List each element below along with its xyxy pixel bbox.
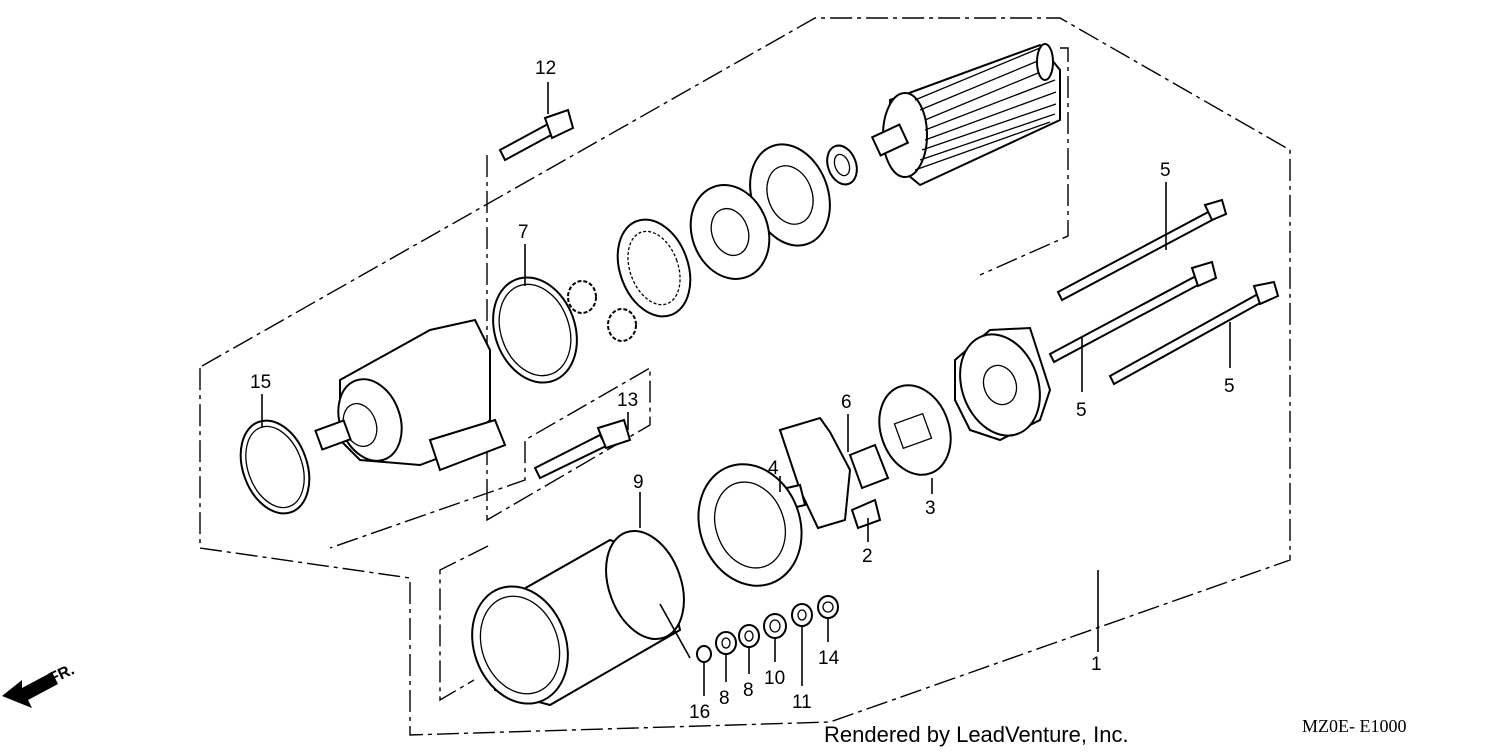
callout-5a: 5 xyxy=(1160,160,1171,181)
rear-cover xyxy=(954,326,1052,442)
internal-gear xyxy=(616,218,692,318)
bolt-12 xyxy=(498,108,575,162)
front-housing xyxy=(314,318,507,472)
commutator-end-ring xyxy=(697,463,803,587)
planetary-gears xyxy=(567,280,637,342)
callout-9: 9 xyxy=(633,472,644,493)
callout-13: 13 xyxy=(617,390,638,411)
render-credit: Rendered by LeadVenture, Inc. xyxy=(824,722,1129,747)
o-ring-15 xyxy=(239,419,311,515)
assembly-frame-inner xyxy=(329,155,651,549)
armature xyxy=(870,43,1061,187)
callout-8a: 8 xyxy=(719,688,730,709)
through-bolts-5 xyxy=(1048,198,1280,386)
callout-12: 12 xyxy=(535,58,556,79)
callout-1: 1 xyxy=(1091,654,1102,675)
motor-case-9 xyxy=(471,529,685,707)
washers-and-nuts xyxy=(696,595,839,663)
bolt-13 xyxy=(533,418,632,480)
armature-frame xyxy=(979,47,1069,276)
yoke-frame xyxy=(439,545,489,702)
callout-5c: 5 xyxy=(1224,376,1235,397)
callout-11: 11 xyxy=(792,692,812,713)
front-arrow-icon: FR. xyxy=(2,661,77,708)
callout-4: 4 xyxy=(768,458,779,479)
gasket-ring-7 xyxy=(492,276,578,384)
callout-7: 7 xyxy=(518,222,529,243)
callout-5b: 5 xyxy=(1076,400,1087,421)
callout-labels: 1 2 3 4 5 5 5 6 7 8 8 9 10 11 12 13 14 1… xyxy=(250,58,1235,723)
callout-10: 10 xyxy=(764,668,785,689)
front-indicator-label: FR. xyxy=(47,661,78,687)
callout-14: 14 xyxy=(818,648,840,669)
brush-holder-3 xyxy=(878,384,952,476)
callout-16: 16 xyxy=(689,702,710,723)
callout-6: 6 xyxy=(841,392,852,413)
callout-2: 2 xyxy=(862,546,873,567)
callout-3: 3 xyxy=(925,498,936,519)
callout-8b: 8 xyxy=(743,680,754,701)
callout-15: 15 xyxy=(250,372,271,393)
diagram-code: MZ0E- E1000 xyxy=(1302,716,1407,736)
leader-lines xyxy=(261,82,1231,696)
armature-washers xyxy=(689,143,858,280)
